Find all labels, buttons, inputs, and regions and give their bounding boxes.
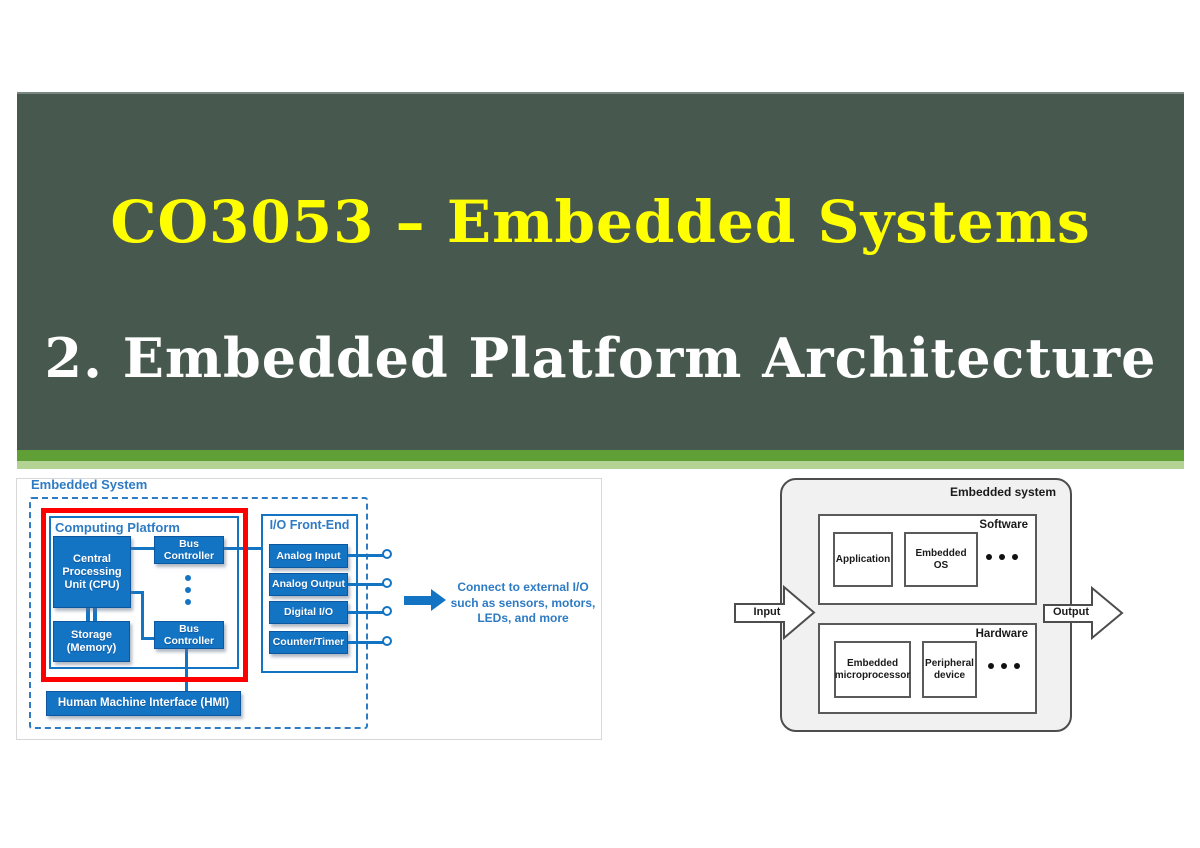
connector-bus-top-io bbox=[224, 547, 261, 550]
analog-output-box: Analog Output bbox=[269, 573, 348, 596]
annotation-line: such as sensors, motors, bbox=[450, 595, 596, 610]
right-arrow-icon bbox=[431, 589, 446, 611]
peripheral-device-box: Peripheral device bbox=[922, 641, 977, 698]
io-terminal-circle-icon bbox=[382, 549, 392, 559]
hmi-box: Human Machine Interface (HMI) bbox=[46, 691, 241, 716]
io-terminal-circle-icon bbox=[382, 606, 392, 616]
left-figure-embedded-system-diagram: Embedded System Computing Platform Centr… bbox=[16, 477, 602, 740]
io-lead-line bbox=[348, 611, 386, 614]
connector-cpu-storage-1 bbox=[86, 608, 90, 621]
embedded-system-label: Embedded System bbox=[31, 477, 148, 492]
embedded-os-box: Embedded OS bbox=[904, 532, 978, 587]
connector-cpu-bus-bottom-h1 bbox=[131, 591, 144, 594]
bus-controller-bottom-box: Bus Controller bbox=[154, 621, 224, 649]
annotation-line: LEDs, and more bbox=[477, 611, 569, 625]
embedded-microprocessor-box: Embedded microprocessor bbox=[834, 641, 911, 698]
digital-io-box: Digital I/O bbox=[269, 601, 348, 624]
output-label: Output bbox=[1052, 606, 1090, 618]
input-arrow-icon bbox=[734, 584, 816, 641]
ellipsis-icon bbox=[988, 663, 1020, 669]
analog-input-box: Analog Input bbox=[269, 544, 348, 568]
annotation-line: Connect to external I/O bbox=[457, 580, 589, 594]
connector-cpu-bus-bottom-h2 bbox=[141, 637, 154, 640]
lecture-title: 2. Embedded Platform Architecture bbox=[44, 326, 1157, 390]
vertical-ellipsis-icon bbox=[185, 575, 191, 581]
connector-cpu-bus-top bbox=[131, 547, 154, 550]
io-lead-line bbox=[348, 583, 386, 586]
application-box: Application bbox=[833, 532, 893, 587]
ellipsis-icon bbox=[986, 554, 1018, 560]
external-io-annotation: Connect to external I/O such as sensors,… bbox=[439, 580, 607, 627]
connector-cpu-storage-2 bbox=[93, 608, 97, 621]
accent-band-green bbox=[17, 450, 1184, 461]
io-terminal-circle-icon bbox=[382, 578, 392, 588]
io-lead-line bbox=[348, 554, 386, 557]
computing-platform-highlight-red-rect bbox=[41, 508, 248, 682]
course-title: CO3053 – Embedded Systems bbox=[110, 188, 1091, 256]
output-arrow-icon bbox=[1043, 585, 1124, 641]
cpu-box: Central Processing Unit (CPU) bbox=[53, 536, 131, 608]
right-figure-embedded-system-layers: Embedded system Software Application Emb… bbox=[730, 470, 1200, 750]
connector-bus-bottom-hmi bbox=[185, 649, 188, 691]
input-label: Input bbox=[753, 606, 781, 618]
counter-timer-box: Counter/Timer bbox=[269, 631, 348, 654]
hardware-label: Hardware bbox=[975, 628, 1028, 640]
title-banner: CO3053 – Embedded Systems 2. Embedded Pl… bbox=[17, 92, 1184, 450]
io-terminal-circle-icon bbox=[382, 636, 392, 646]
io-lead-line bbox=[348, 641, 386, 644]
right-arrow-icon bbox=[404, 596, 431, 605]
vertical-ellipsis-icon bbox=[185, 587, 191, 593]
bus-controller-top-box: Bus Controller bbox=[154, 536, 224, 564]
software-label: Software bbox=[979, 519, 1028, 531]
vertical-ellipsis-icon bbox=[185, 599, 191, 605]
io-front-end-label: I/O Front-End bbox=[269, 518, 350, 532]
connector-cpu-bus-bottom-v bbox=[141, 591, 144, 640]
storage-memory-box: Storage (Memory) bbox=[53, 621, 130, 662]
computing-platform-label: Computing Platform bbox=[55, 520, 180, 535]
embedded-system-label: Embedded system bbox=[949, 485, 1056, 499]
accent-band-light-green bbox=[17, 461, 1184, 469]
